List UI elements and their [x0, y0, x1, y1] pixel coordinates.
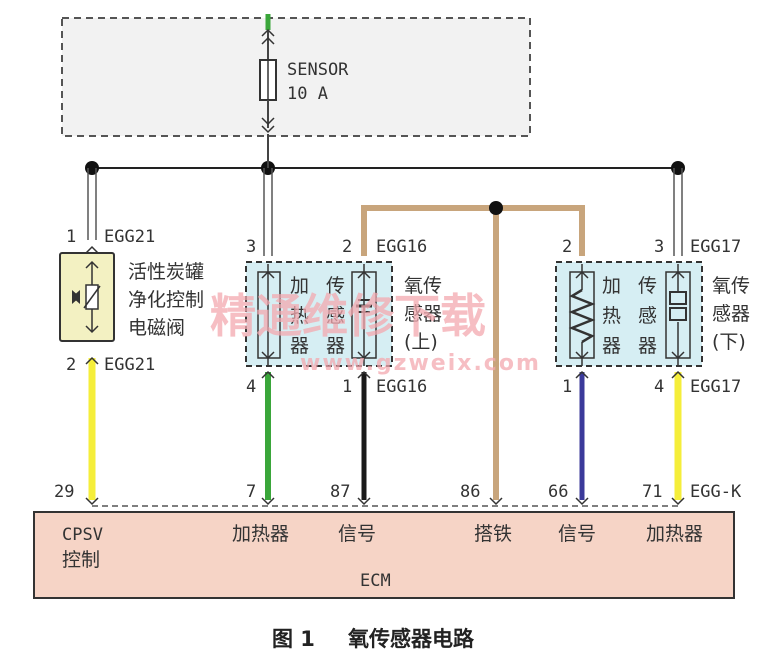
ecm-name: ECM — [360, 571, 391, 591]
junction-dot — [489, 201, 503, 215]
ecm-pin: 7 — [246, 482, 256, 502]
o2-upper-code-top: EGG16 — [376, 237, 427, 257]
o2-upper-pin-bl: 4 — [246, 377, 256, 397]
ecm-label-signal-a: 信号 — [338, 523, 376, 545]
o2-upper-sensor-char: 传 — [326, 275, 345, 297]
white-wire-solenoid — [87, 168, 97, 240]
solenoid-pin-bottom: 2 — [66, 355, 76, 375]
o2-lower-label-line: 氧传 — [712, 275, 750, 297]
ecm-connector-code: EGG-K — [690, 482, 742, 502]
watermark-text: 精通维修下载 — [210, 289, 486, 343]
ecm-pin: 87 — [330, 482, 350, 502]
ecm-label-heater-a: 加热器 — [232, 523, 289, 545]
junction-dot — [671, 161, 685, 175]
o2-upper-label-line: 感器 — [404, 303, 442, 325]
ground-wire-loop — [361, 205, 585, 256]
ecm-pin: 66 — [548, 482, 568, 502]
white-wire-o2-lower — [673, 168, 683, 256]
o2-lower-code-bottom: EGG17 — [690, 377, 741, 397]
o2-lower-sensor-char: 器 — [638, 335, 657, 357]
fuse-rating: 10 A — [287, 84, 328, 104]
solenoid-code-bottom: EGG21 — [104, 355, 155, 375]
canister-solenoid — [59, 245, 115, 342]
o2-upper-pin-tr: 2 — [342, 237, 352, 257]
ecm-pin: 71 — [642, 482, 662, 502]
connector-chevrons — [85, 356, 685, 506]
o2-upper-heater-char: 热 — [290, 305, 309, 327]
o2-upper-label-line: 氧传 — [404, 275, 442, 297]
solenoid-pin-top: 1 — [66, 227, 76, 247]
o2-lower-pin-br: 4 — [654, 377, 664, 397]
watermark-url: www.gzweix.com — [300, 351, 541, 376]
connector-chevron — [261, 117, 275, 134]
o2-lower-pin-tr: 3 — [654, 237, 664, 257]
o2-lower-heater-char: 加 — [602, 275, 621, 297]
ecm-label-heater-b: 加热器 — [646, 523, 703, 545]
solenoid-label-line: 净化控制 — [128, 289, 204, 311]
ecm-pin: 29 — [54, 482, 74, 502]
figure-title: 氧传感器电路 — [348, 627, 475, 651]
o2-upper-heater-char: 加 — [290, 275, 309, 297]
o2-lower-label-line: 感器 — [712, 303, 750, 325]
o2-lower-pin-tl: 2 — [562, 237, 572, 257]
o2-lower-sensor-char: 感 — [638, 305, 657, 327]
o2-lower-heater-char: 器 — [602, 335, 621, 357]
ecm-label-cpsv-control: 控制 — [62, 549, 100, 571]
fuse-box — [61, 17, 531, 137]
figure-number: 图 1 — [272, 627, 315, 651]
fuse-name: SENSOR — [287, 60, 349, 80]
o2-upper-pin-tl: 3 — [246, 237, 256, 257]
ecm-pin: 86 — [460, 482, 480, 502]
o2-lower-label-line: (下) — [712, 331, 746, 353]
o2-sensor-upper — [245, 261, 393, 367]
ecm-label-cpsv: CPSV — [62, 525, 103, 545]
solenoid-label-line: 活性炭罐 — [128, 261, 204, 283]
solenoid-code-top: EGG21 — [104, 227, 155, 247]
o2-upper-heater-char: 器 — [290, 335, 309, 357]
o2-upper-code-bottom: EGG16 — [376, 377, 427, 397]
ecm-box — [33, 511, 735, 599]
o2-sensor-lower — [555, 261, 703, 367]
o2-lower-heater-char: 热 — [602, 305, 621, 327]
ecm-label-ground: 搭铁 — [474, 523, 512, 545]
o2-lower-sensor-char: 传 — [638, 275, 657, 297]
o2-upper-sensor-char: 感 — [326, 305, 345, 327]
o2-lower-pin-bl: 1 — [562, 377, 572, 397]
connector-chevron — [261, 28, 275, 45]
o2-upper-label-line: (上) — [404, 331, 438, 353]
white-wire-o2-upper — [263, 168, 273, 256]
o2-upper-sensor-char: 器 — [326, 335, 345, 357]
junction-dot — [85, 161, 99, 175]
ecm-label-signal-b: 信号 — [558, 523, 596, 545]
o2-lower-code-top: EGG17 — [690, 237, 741, 257]
o2-upper-pin-br: 1 — [342, 377, 352, 397]
solenoid-label-line: 电磁阀 — [128, 317, 185, 339]
